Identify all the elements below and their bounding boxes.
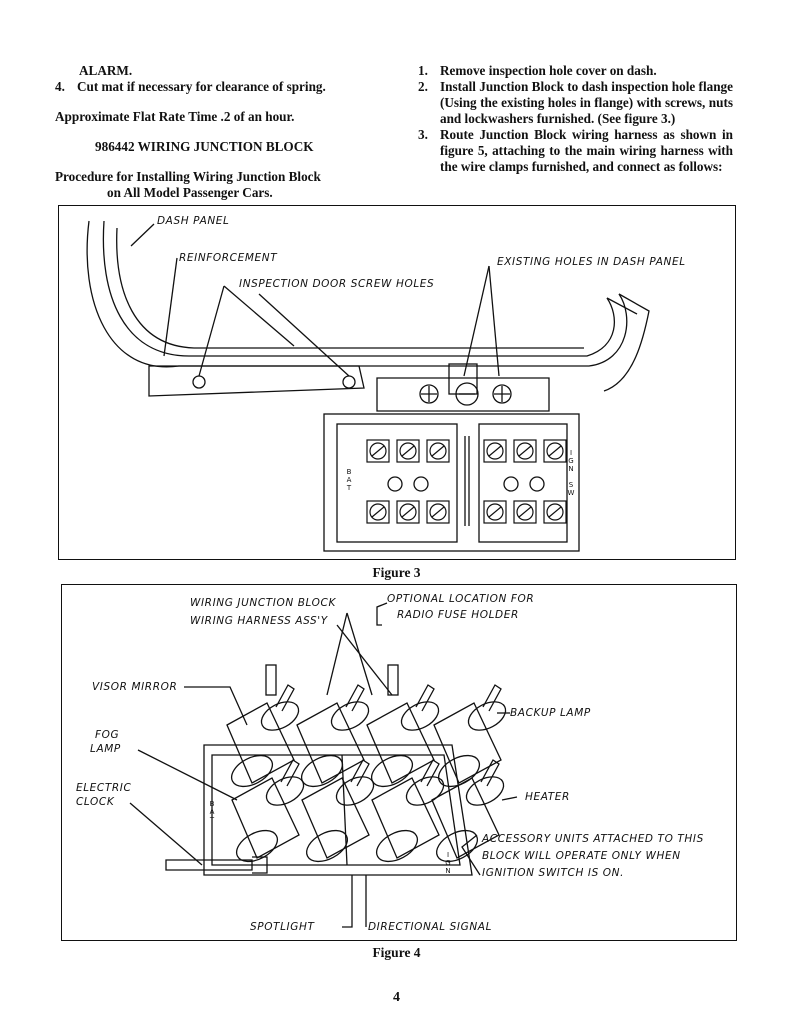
step-1: 1. Remove inspection hole cover on dash.	[418, 63, 733, 79]
procedure-line-1: Procedure for Installing Wiring Junction…	[55, 169, 321, 184]
step-3-text: Route Junction Block wiring harness as s…	[440, 127, 733, 174]
left-column: ALARM. 4. Cut mat if necessary for clear…	[55, 63, 380, 201]
step-4: 4. Cut mat if necessary for clearance of…	[55, 79, 380, 95]
step-1-number: 1.	[418, 63, 428, 78]
ign-label: I G N	[444, 851, 452, 875]
bat-letter: T	[209, 816, 215, 824]
step-2-text: Install Junction Block to dash inspectio…	[440, 79, 733, 126]
figure-4-caption: Figure 4	[372, 945, 421, 960]
bat-letter: T	[346, 484, 352, 492]
label-backup-lamp: BACKUP LAMP	[510, 707, 591, 719]
ign-sw-label: I G N S W	[567, 449, 575, 497]
figure-4: WIRING JUNCTION BLOCK WIRING HARNESS ASS…	[61, 584, 737, 941]
label-heater: HEATER	[525, 791, 570, 803]
label-reinforcement: REINFORCEMENT	[179, 252, 278, 264]
figure-4-drawing	[129, 602, 518, 928]
ign-letter: W	[567, 489, 575, 497]
ign-letter: N	[445, 867, 451, 875]
bat-letter: A	[346, 476, 352, 484]
bat-label: B A T	[208, 800, 216, 824]
ign-letter: S	[568, 481, 574, 489]
label-fog: FOG	[95, 729, 120, 741]
step-3-number: 3.	[418, 127, 428, 142]
step-2-number: 2.	[418, 79, 428, 94]
bat-label: B A T	[345, 468, 353, 492]
step-1-text: Remove inspection hole cover on dash.	[440, 63, 657, 78]
label-dash-panel: DASH PANEL	[157, 215, 230, 227]
label-junction-block: WIRING JUNCTION BLOCK	[190, 597, 336, 609]
bat-letter: B	[209, 800, 215, 808]
label-accessory-line3: IGNITION SWITCH IS ON.	[482, 867, 625, 879]
page-number: 4	[393, 990, 400, 1005]
label-optional-line2: RADIO FUSE HOLDER	[397, 609, 519, 621]
step-3: 3. Route Junction Block wiring harness a…	[418, 127, 733, 175]
figure-3-drawing	[86, 220, 650, 552]
label-existing-holes: EXISTING HOLES IN DASH PANEL	[497, 256, 686, 268]
flat-rate-text: Approximate Flat Rate Time .2 of an hour…	[55, 109, 295, 124]
label-lamp: LAMP	[90, 743, 121, 755]
label-optional-line1: OPTIONAL LOCATION FOR	[387, 593, 535, 605]
label-spotlight: SPOTLIGHT	[250, 921, 315, 933]
ign-letter: N	[568, 465, 574, 473]
figure-3-caption: Figure 3	[372, 565, 421, 580]
step-4-text: Cut mat if necessary for clearance of sp…	[77, 79, 326, 94]
label-inspection-holes: INSPECTION DOOR SCREW HOLES	[239, 278, 435, 290]
step-4-number: 4.	[55, 79, 65, 94]
label-accessory-line1: ACCESSORY UNITS ATTACHED TO THIS	[482, 833, 704, 845]
ign-letter: I	[446, 851, 450, 859]
step-2: 2. Install Junction Block to dash inspec…	[418, 79, 733, 127]
label-electric: ELECTRIC	[76, 782, 132, 794]
label-visor-mirror: VISOR MIRROR	[92, 681, 178, 693]
ign-letter: I	[569, 449, 573, 457]
bat-letter: A	[209, 808, 215, 816]
ign-letter: G	[445, 859, 451, 867]
alarm-text: ALARM.	[79, 63, 133, 78]
label-clock: CLOCK	[76, 796, 115, 808]
procedure-line-2: on All Model Passenger Cars.	[107, 185, 273, 200]
figure-3: DASH PANEL REINFORCEMENT INSPECTION DOOR…	[58, 205, 736, 560]
bat-letter: B	[346, 468, 352, 476]
ign-letter	[567, 473, 575, 481]
label-harness: WIRING HARNESS ASS'Y	[190, 615, 328, 627]
ign-letter: G	[568, 457, 574, 465]
label-directional-signal: DIRECTIONAL SIGNAL	[368, 921, 493, 933]
section-heading: 986442 WIRING JUNCTION BLOCK	[95, 139, 314, 154]
label-accessory-line2: BLOCK WILL OPERATE ONLY WHEN	[482, 850, 681, 862]
right-column: 1. Remove inspection hole cover on dash.…	[418, 63, 733, 175]
